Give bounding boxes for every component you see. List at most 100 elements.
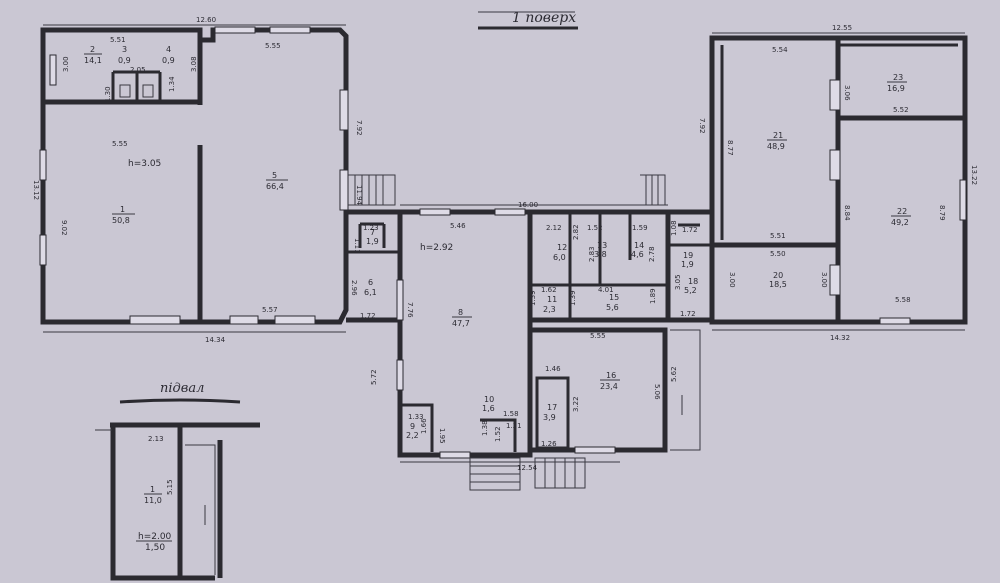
dimension-label: 1.72 xyxy=(682,226,698,234)
left-block-walls xyxy=(39,26,396,325)
dimension-label: 1.11 xyxy=(353,238,361,254)
room-17-number: 17 xyxy=(547,403,557,412)
room-11-number: 11 xyxy=(547,295,557,304)
dimension-label: 1.38 xyxy=(481,420,489,436)
dimension-label: 1.72 xyxy=(360,312,376,320)
right-block-walls xyxy=(709,35,968,325)
dimension-label: 13.22 xyxy=(970,165,978,185)
room-17-area: 3,9 xyxy=(543,413,556,422)
dimension-label: 3.00 xyxy=(820,272,828,288)
basement-title: підвал xyxy=(160,381,204,396)
dimension-label: 7.92 xyxy=(698,118,706,134)
dimension-label: 5.51 xyxy=(110,36,126,44)
dimension-label: 8.77 xyxy=(726,140,734,156)
height-left: h=3.05 xyxy=(128,159,161,169)
room-8-number: 8 xyxy=(458,308,463,317)
room-20-area: 18,5 xyxy=(769,280,787,289)
room-4-area: 0,9 xyxy=(162,56,175,65)
room-12-area: 6,0 xyxy=(553,253,566,262)
room-labels: 1 50,8 2 14,1 3 0,9 4 0,9 5 66,4 6 6,1 7… xyxy=(84,45,911,505)
room-1-area: 50,8 xyxy=(112,216,130,225)
dimension-label: 7.76 xyxy=(406,302,414,318)
room-9-number: 9 xyxy=(410,422,415,431)
room-13-area: 3,8 xyxy=(594,250,607,259)
room-3-number: 3 xyxy=(122,45,127,54)
dimension-label: 12.60 xyxy=(196,16,216,24)
dimension-label: 5.46 xyxy=(450,222,466,230)
dimension-label: 3.22 xyxy=(572,396,580,412)
dimension-label: 2.78 xyxy=(648,246,656,262)
dimension-label: 14.32 xyxy=(830,334,850,342)
dimension-label: 1.46 xyxy=(545,365,561,373)
dimension-label: 1.72 xyxy=(680,310,696,318)
dimension-label: 5.58 xyxy=(895,296,911,304)
dimension-label: 1.33 xyxy=(408,413,424,421)
dimension-label: 14.34 xyxy=(205,336,226,344)
dimension-label: 5.50 xyxy=(770,250,786,258)
room-18-number: 18 xyxy=(688,277,698,286)
dimension-label: 3.00 xyxy=(62,56,70,72)
dimension-label: 1.39 xyxy=(569,290,577,306)
room-9-area: 2,2 xyxy=(406,431,419,440)
dimension-label: 1.26 xyxy=(541,440,557,448)
basement-room-1-number: 1 xyxy=(150,485,155,494)
dimension-label: 1.89 xyxy=(649,288,657,304)
room-6-number: 6 xyxy=(368,278,373,287)
dimension-label: 2.82 xyxy=(572,224,580,240)
dimension-label: 1.59 xyxy=(632,224,648,232)
room-2-area: 14,1 xyxy=(84,56,102,65)
center-block-walls xyxy=(396,208,701,491)
dimension-label: 5.62 xyxy=(670,366,678,382)
room-21-number: 21 xyxy=(773,131,783,140)
dimension-label: 16.00 xyxy=(518,201,538,209)
floor1-title: 1 поверх xyxy=(512,10,576,26)
basement-walls xyxy=(95,422,260,581)
room-15-area: 5,6 xyxy=(606,303,619,312)
dimension-label: 2.96 xyxy=(350,280,358,296)
dimension-label: 5.55 xyxy=(265,42,281,50)
dimension-label: 1.08 xyxy=(670,220,678,236)
dimension-label: 5.57 xyxy=(262,306,278,314)
room-12-number: 12 xyxy=(557,243,567,252)
room-5-number: 5 xyxy=(272,171,277,180)
dimension-label: 5.55 xyxy=(590,332,606,340)
dimension-label: 5.55 xyxy=(112,140,128,148)
dimension-label: 2.83 xyxy=(588,246,596,262)
dimension-label: 5.06 xyxy=(653,384,661,400)
dimension-label: 5.15 xyxy=(166,479,174,495)
room-7-number: 7 xyxy=(370,228,375,237)
dimension-label: 5.52 xyxy=(893,106,909,114)
dimension-label: 3.00 xyxy=(728,272,736,288)
dimension-label: 4.01 xyxy=(598,286,614,294)
dimension-label: 9.02 xyxy=(60,220,68,236)
dimension-label: 3.08 xyxy=(190,56,198,72)
dimension-label: 1.31 xyxy=(506,422,522,430)
room-3-area: 0,9 xyxy=(118,56,131,65)
dimension-labels: 12.60 5.51 3.00 2.05 1.30 1.34 3.08 5.55… xyxy=(32,16,978,495)
room-8-area: 47,7 xyxy=(452,319,470,328)
room-20-number: 20 xyxy=(773,271,783,280)
room-21-area: 48,9 xyxy=(767,142,785,151)
room-4-number: 4 xyxy=(166,45,171,54)
dimension-label: 1.95 xyxy=(438,428,446,444)
dimension-label: 11.94 xyxy=(355,185,363,206)
dimension-label: 2.13 xyxy=(148,435,164,443)
room-15-number: 15 xyxy=(609,293,619,302)
dimension-label: 8.79 xyxy=(938,205,946,221)
dimension-label: 8.84 xyxy=(843,205,851,221)
room-22-area: 49,2 xyxy=(891,218,909,227)
room-16-area: 23,4 xyxy=(600,382,618,391)
dimension-label: 12.55 xyxy=(832,24,852,32)
dimension-label: 1.66 xyxy=(420,418,428,434)
room-6-area: 6,1 xyxy=(364,288,377,297)
height-basement-value: 1,50 xyxy=(145,543,165,553)
dimension-label: 2.05 xyxy=(130,66,146,74)
dimension-label: 1.52 xyxy=(587,224,603,232)
dimension-label: 2.12 xyxy=(546,224,562,232)
room-7-area: 1,9 xyxy=(366,237,379,246)
dimension-label: 3.06 xyxy=(843,85,851,101)
room-19-number: 19 xyxy=(683,251,693,260)
dimension-label: 1.23 xyxy=(363,224,379,232)
room-10-area: 1,6 xyxy=(482,404,495,413)
